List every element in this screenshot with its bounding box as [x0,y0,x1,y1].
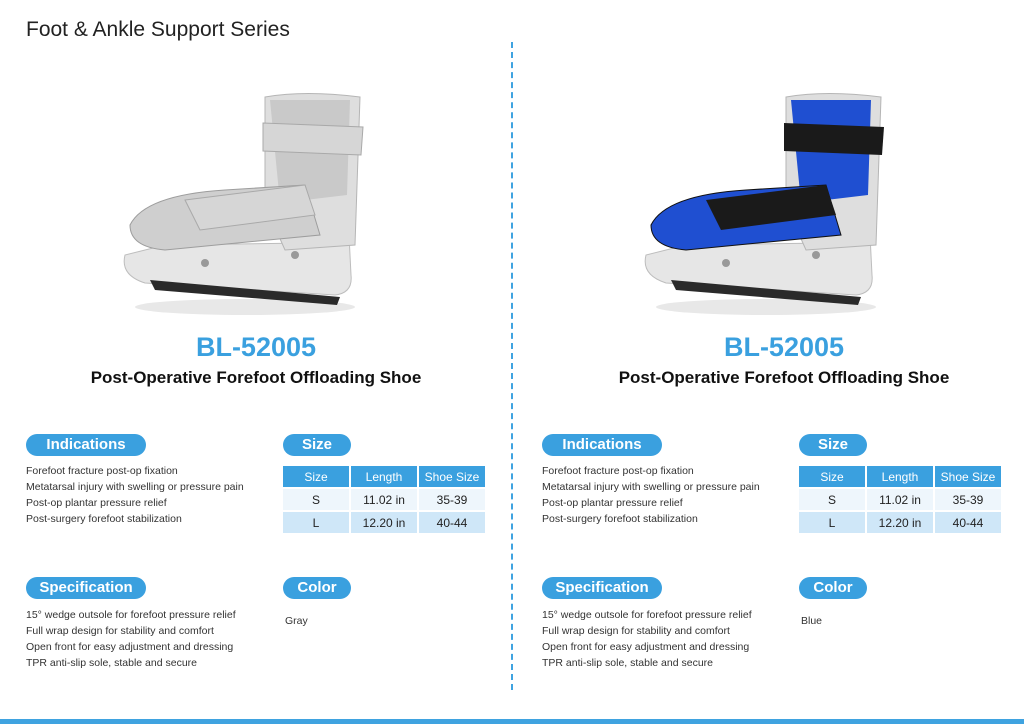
bottom-accent-bar [0,719,1024,724]
size-heading: Size [799,434,867,456]
list-item: TPR anti-slip sole, stable and secure [26,657,197,669]
color-heading: Color [283,577,351,599]
page-title: Foot & Ankle Support Series [26,18,290,41]
specification-heading: Specification [26,577,146,599]
color-value: Blue [801,615,823,627]
table-cell: S [283,489,349,510]
table-cell: 11.02 in [351,489,417,510]
table-cell: 35-39 [419,489,485,510]
indications-heading: Indications [542,434,662,456]
table-header: Size [283,466,349,487]
table-cell: 40-44 [935,512,1001,533]
table-header: Shoe Size [419,466,485,487]
table-cell: 12.20 in [867,512,933,533]
specification-list: 15° wedge outsole for forefoot pressure … [26,607,236,671]
list-item: Metatarsal injury with swelling or press… [542,481,760,493]
table-header: Size [799,466,865,487]
product-name: Post-Operative Forefoot Offloading Shoe [618,368,950,387]
list-item: TPR anti-slip sole, stable and secure [542,657,713,669]
list-item: Open front for easy adjustment and dress… [542,641,750,653]
list-item: 15° wedge outsole for forefoot pressure … [542,609,752,621]
table-cell: 11.02 in [867,489,933,510]
table-cell: L [283,512,349,533]
table-cell: S [799,489,865,510]
table-row: L 12.20 in 40-44 [283,512,485,533]
ankle-strap-right [784,123,884,155]
list-item: Post-surgery forefoot stabilization [542,513,698,525]
table-cell: 12.20 in [351,512,417,533]
size-table: Size Length Shoe Size S 11.02 in 35-39 L… [797,464,1003,535]
forefoot-strap-right [706,185,836,230]
product-model: BL-52005 [195,332,317,362]
specification-list: 15° wedge outsole for forefoot pressure … [542,607,752,671]
size-heading: Size [283,434,351,456]
product-name: Post-Operative Forefoot Offloading Shoe [90,368,422,387]
list-item: Post-surgery forefoot stabilization [26,513,182,525]
list-item: Forefoot fracture post-op fixation [542,465,694,477]
size-table: Size Length Shoe Size S 11.02 in 35-39 L… [281,464,487,535]
product-card-blue: BL-52005 Post-Operative Forefoot Offload… [516,0,1016,724]
list-item: Post-op plantar pressure relief [542,497,683,509]
list-item: Full wrap design for stability and comfo… [26,625,214,637]
table-cell: 35-39 [935,489,1001,510]
table-row: S 11.02 in 35-39 [283,489,485,510]
color-value: Gray [285,615,308,627]
table-header: Length [867,466,933,487]
shoe-image-gray [123,93,364,315]
table-cell: 40-44 [419,512,485,533]
product-model: BL-52005 [723,332,845,362]
list-item: Post-op plantar pressure relief [26,497,167,509]
table-header: Shoe Size [935,466,1001,487]
list-item: Forefoot fracture post-op fixation [26,465,178,477]
list-item: 15° wedge outsole for forefoot pressure … [26,609,236,621]
color-heading: Color [799,577,867,599]
indications-list: Forefoot fracture post-op fixation Metat… [542,463,760,527]
section-divider [511,42,513,690]
table-cell: L [799,512,865,533]
list-item: Full wrap design for stability and comfo… [542,625,730,637]
shoe-image-blue [644,93,884,315]
indications-heading: Indications [26,434,146,456]
list-item: Open front for easy adjustment and dress… [26,641,234,653]
indications-list: Forefoot fracture post-op fixation Metat… [26,463,244,527]
table-row: S 11.02 in 35-39 [799,489,1001,510]
product-card-gray: BL-52005 Post-Operative Forefoot Offload… [0,0,500,724]
table-row: L 12.20 in 40-44 [799,512,1001,533]
list-item: Metatarsal injury with swelling or press… [26,481,244,493]
table-header: Length [351,466,417,487]
specification-heading: Specification [542,577,662,599]
ankle-strap-left [262,122,364,156]
forefoot-strap-left [184,184,316,231]
